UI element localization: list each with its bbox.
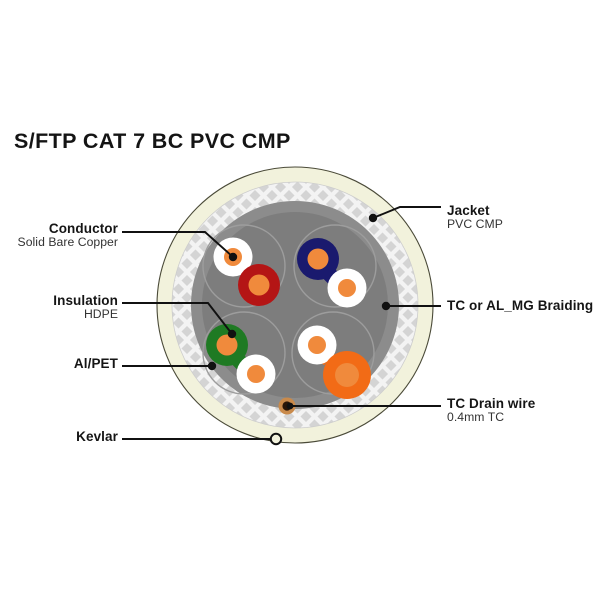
twisted-pair-orange <box>291 311 375 399</box>
label-alpet-primary: Al/PET <box>73 356 118 371</box>
label-conductor: Conductor Solid Bare Copper <box>0 221 118 250</box>
label-braiding-primary: TC or AL_MG Braiding <box>447 298 594 313</box>
label-kevlar: Kevlar <box>0 429 118 444</box>
label-drain-primary: TC Drain wire <box>447 396 536 411</box>
label-conductor-secondary: Solid Bare Copper <box>17 235 118 250</box>
leader-dot-insulation <box>227 329 237 339</box>
copper-core-white-orange <box>308 336 326 354</box>
leader-dot-drain <box>286 402 294 410</box>
pair-shield-ring-red <box>202 224 286 308</box>
leader-insulation <box>122 302 233 335</box>
leader-endpoints <box>207 213 391 446</box>
leader-conductor <box>122 231 234 258</box>
twisted-pair-blue <box>293 224 377 308</box>
copper-core-blue <box>307 248 329 270</box>
label-jacket: Jacket PVC CMP <box>447 203 503 232</box>
label-insulation: Insulation HDPE <box>0 293 118 322</box>
label-drain-wire: TC Drain wire 0.4mm TC <box>447 396 535 425</box>
label-braiding: TC or AL_MG Braiding <box>447 298 593 313</box>
label-kevlar-primary: Kevlar <box>76 429 118 444</box>
label-jacket-secondary: PVC CMP <box>447 217 503 232</box>
copper-core-red <box>248 274 270 296</box>
label-drain-secondary: 0.4mm TC <box>447 410 505 425</box>
leader-dot-kevlar <box>269 432 283 446</box>
leader-jacket <box>372 206 441 219</box>
label-insulation-primary: Insulation <box>53 293 118 308</box>
copper-core-orange <box>335 363 359 387</box>
label-alpet: Al/PET <box>0 356 118 371</box>
label-jacket-primary: Jacket <box>447 203 490 218</box>
twisted-pair-green <box>202 311 286 395</box>
pair-shield-ring-blue <box>293 224 377 308</box>
leader-dot-alpet <box>207 361 217 371</box>
leader-dot-braiding <box>381 301 391 311</box>
leader-dot-jacket <box>368 213 378 223</box>
label-insulation-secondary: HDPE <box>83 307 118 322</box>
leader-dot-conductor <box>228 252 238 262</box>
copper-core-green <box>216 334 238 356</box>
copper-core-white-green <box>247 365 265 383</box>
page-title: S/FTP CAT 7 BC PVC CMP <box>14 129 291 153</box>
pair-shield-ring-green <box>202 311 286 395</box>
leader-lines <box>122 206 441 440</box>
copper-core-white-blue <box>338 279 356 297</box>
label-conductor-primary: Conductor <box>48 221 118 236</box>
